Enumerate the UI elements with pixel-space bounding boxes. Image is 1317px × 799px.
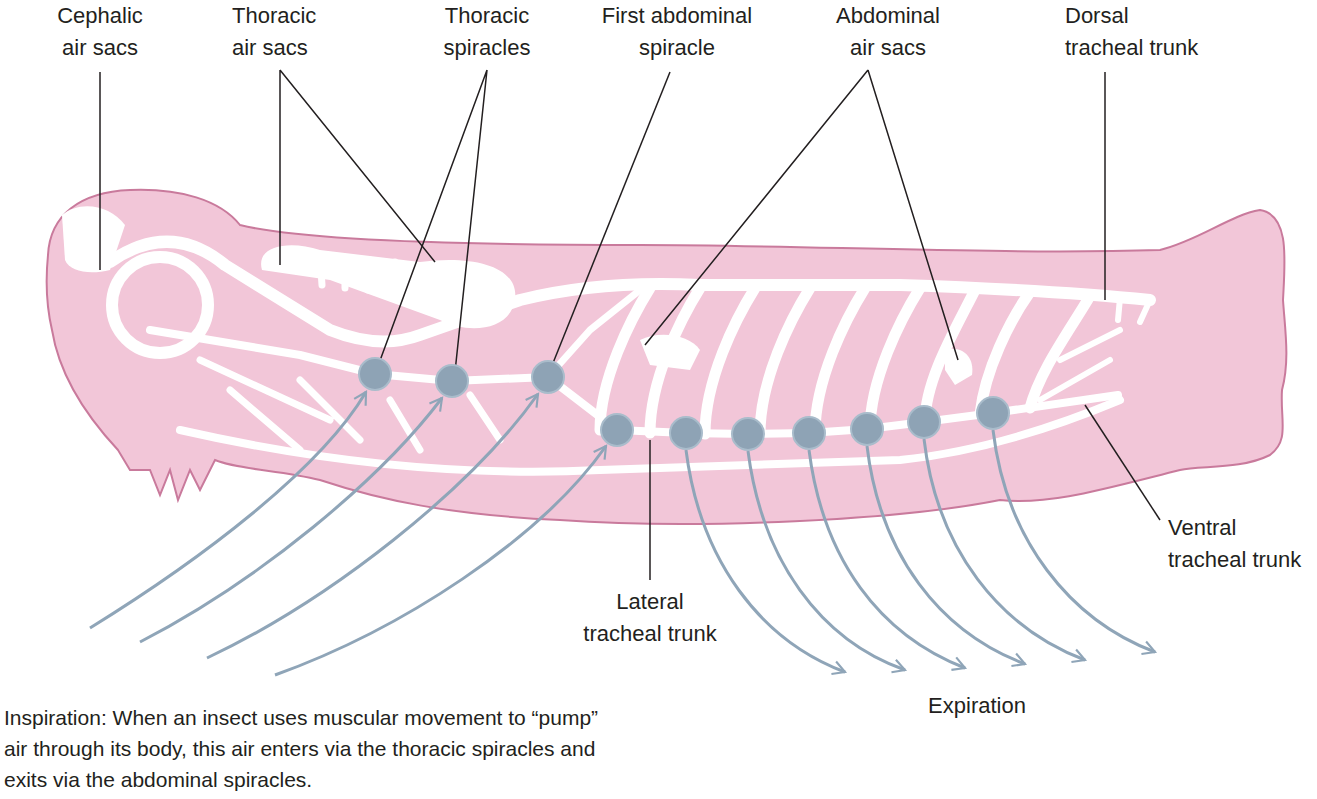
part-label: Ventral tracheal trunk (1168, 512, 1308, 576)
airflow-arrows (90, 392, 1155, 675)
part-label: Dorsal tracheal trunk (1065, 0, 1205, 64)
part-label: Cephalic air sacs (45, 0, 155, 64)
leader-lines (100, 70, 1160, 580)
part-label: First abdominal spiracle (587, 0, 767, 64)
part-label: Lateral tracheal trunk (580, 586, 720, 650)
part-label: Thoracic spiracles (432, 0, 542, 64)
insect-body (47, 190, 1287, 524)
part-label: Abdominal air sacs (823, 0, 953, 64)
air-sacs (62, 206, 972, 385)
part-label: Thoracic air sacs (232, 0, 342, 64)
part-label: Expiration (897, 690, 1057, 722)
caption-text: Inspiration: When an insect uses muscula… (4, 702, 604, 795)
spiracles (359, 358, 1009, 450)
